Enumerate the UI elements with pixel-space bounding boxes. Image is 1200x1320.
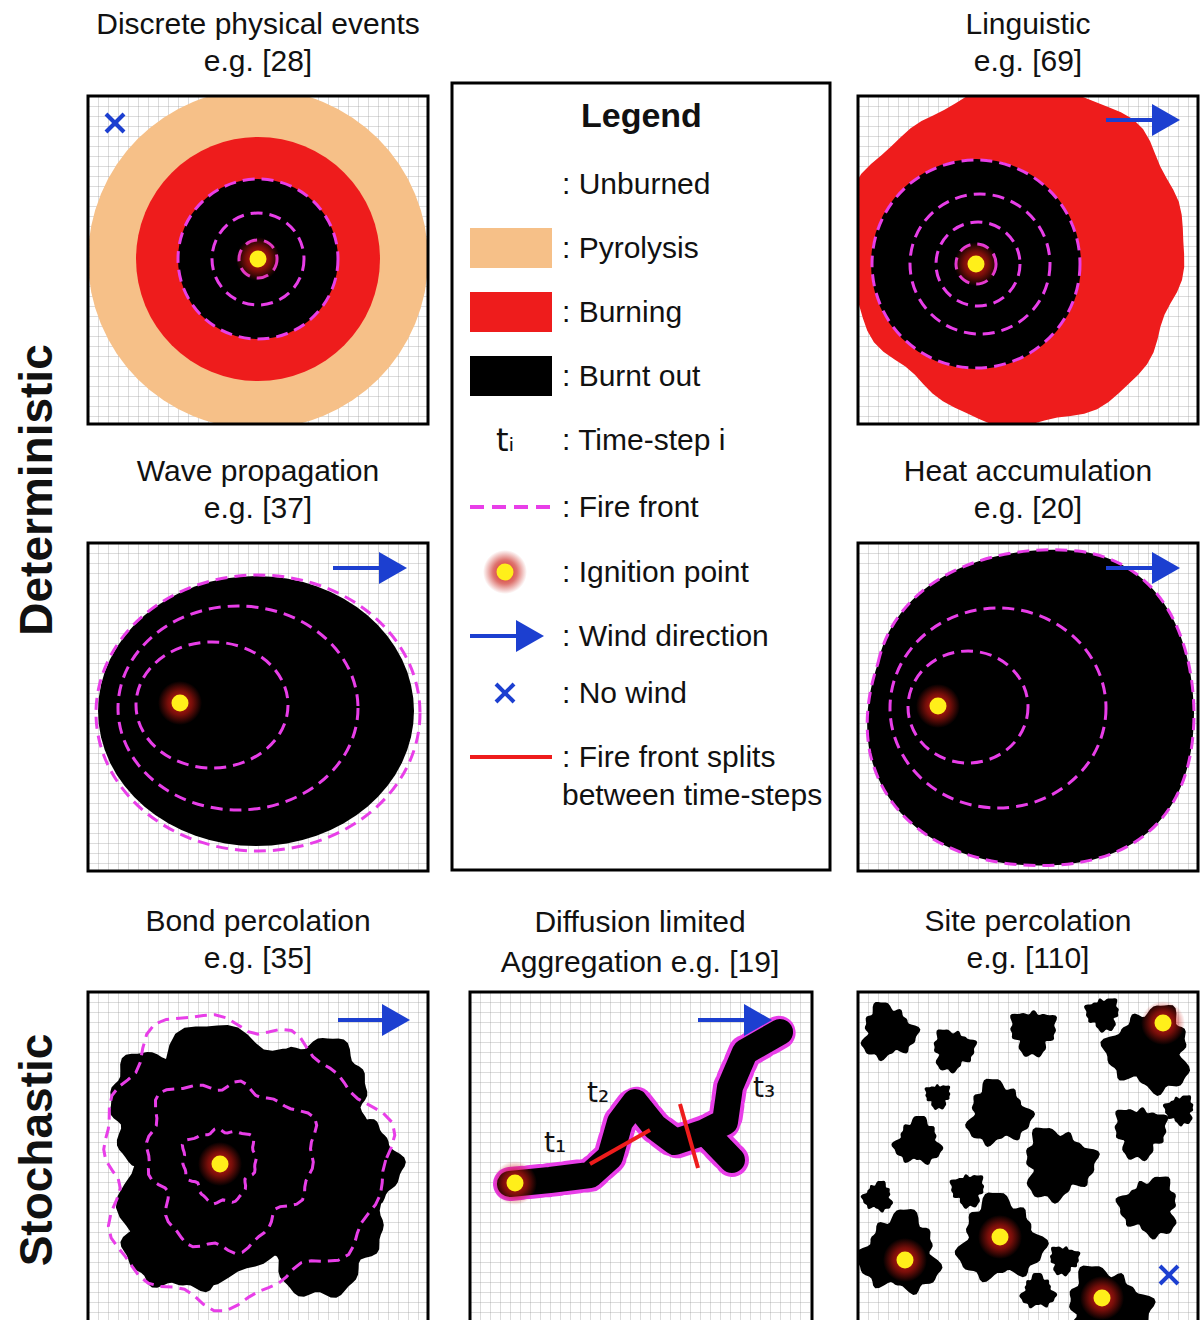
burnt-cluster [1067, 1266, 1156, 1320]
legend-swatch [470, 292, 552, 332]
legend-text: : Burning [562, 293, 826, 331]
legend-text: : Pyrolysis [562, 229, 826, 267]
legend-text: : No wind [562, 674, 826, 712]
burning-area [858, 96, 1184, 424]
panel-node: Linguistice.g. [69] [856, 5, 1200, 424]
legend-text: : Wind direction [562, 617, 826, 655]
burnt-cluster [1084, 998, 1119, 1033]
legend-swatch [470, 164, 552, 204]
burnt-cluster [1026, 1128, 1100, 1204]
burnt-cluster [1019, 1273, 1057, 1308]
panel-title: e.g. [20] [856, 489, 1200, 526]
burnt-cluster [934, 1029, 978, 1073]
panel-node: Wave propagatione.g. [37] [86, 452, 430, 871]
panel-title: Diffusion limited Aggregation e.g. [19] [468, 902, 812, 982]
legend-text: : Unburned [562, 165, 826, 203]
legend-text: : Fire front [562, 488, 826, 526]
panel-title: Wave propagation [86, 452, 430, 489]
legend-text: : Fire front splits between time-steps [562, 738, 826, 814]
panel-title: e.g. [69] [856, 42, 1200, 79]
panel-node: Site percolatione.g. [110] [856, 902, 1200, 1320]
panel-node: Bond percolatione.g. [35] [86, 902, 430, 1320]
panel-title: Bond percolation [86, 902, 430, 939]
legend-box [452, 83, 830, 870]
fire-front [182, 1128, 256, 1204]
panel-node: Diffusion limited Aggregation e.g. [19] [468, 902, 812, 1320]
panel-title: e.g. [37] [86, 489, 430, 526]
panel-bond [88, 992, 428, 1320]
panel-title: Heat accumulation [856, 452, 1200, 489]
burnt-cluster [965, 1079, 1035, 1147]
panel-node: Heat accumulatione.g. [20] [856, 452, 1200, 871]
burnt-cluster [1116, 1176, 1177, 1239]
panel-dla [470, 992, 812, 1320]
legend-title: Legend [581, 96, 702, 135]
section-label: Deterministic [9, 344, 63, 635]
panel-title: Site percolation [856, 902, 1200, 939]
panel-site [854, 992, 1198, 1320]
panel-node: Discrete physical eventse.g. [28] [86, 5, 430, 424]
burnt-area [120, 1175, 243, 1292]
legend-swatch [470, 356, 552, 396]
panel-wave [88, 543, 428, 871]
time-step-label: t₁ [544, 1126, 566, 1159]
burnt-cluster [858, 1209, 943, 1295]
burnt-cluster [861, 1002, 921, 1061]
fire-front [104, 1015, 395, 1311]
panel-title: e.g. [110] [856, 939, 1200, 976]
panel-title: e.g. [35] [86, 939, 430, 976]
time-step-label: t₂ [587, 1076, 609, 1109]
time-step-symbol: tᵢ [496, 421, 514, 459]
panel-linguistic [848, 89, 1198, 428]
burnt-cluster [955, 1193, 1049, 1283]
fire-front [147, 1081, 317, 1254]
section-label: Stochastic [9, 1034, 63, 1267]
burnt-cluster [861, 1181, 893, 1213]
burnt-cluster [1115, 1107, 1169, 1161]
burnt-cluster [950, 1174, 984, 1209]
panel-heat [858, 543, 1198, 871]
panel-title: Linguistic [856, 5, 1200, 42]
panel-discrete [88, 89, 428, 429]
burnt-cluster [1050, 1246, 1080, 1276]
legend-text: : Time-step i [562, 421, 826, 459]
burnt-cluster [1010, 1010, 1057, 1057]
panel-title: Discrete physical events [86, 5, 430, 42]
burnt-cluster [1163, 1095, 1193, 1126]
legend-text: : Burnt out [562, 357, 826, 395]
panel-title: e.g. [28] [86, 42, 430, 79]
burnt-cluster [925, 1084, 951, 1110]
legend-swatch [470, 228, 552, 268]
time-step-label: t₃ [753, 1071, 775, 1104]
legend-text: : Ignition point [562, 553, 826, 591]
burnt-cluster [891, 1116, 943, 1165]
